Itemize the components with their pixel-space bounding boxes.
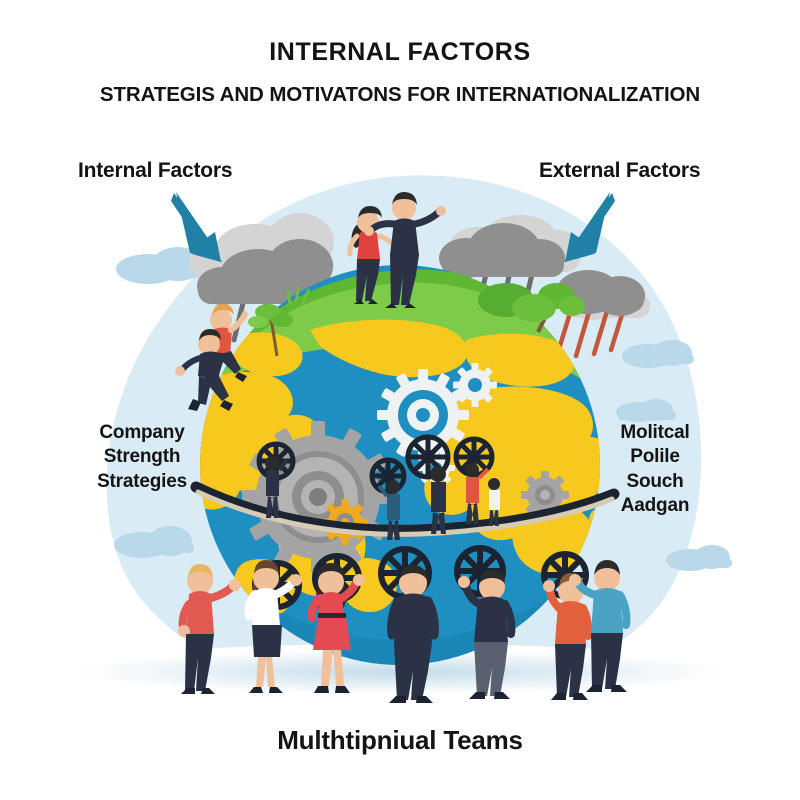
- page-title: INTERNAL FACTORS: [269, 38, 531, 66]
- cloud-blue-right-lower: [616, 399, 676, 422]
- globe-top-people: [347, 192, 446, 308]
- valve-wheel-3: [405, 434, 451, 480]
- equator-person-1: [256, 441, 296, 518]
- equator-people-group: [256, 434, 500, 540]
- gear-medium-white: [377, 369, 469, 461]
- cloud-blue-left-lower: [114, 526, 194, 558]
- valve-wheel-2: [369, 457, 407, 495]
- bush-right: [478, 283, 556, 322]
- callout-label-external: External Factors: [539, 159, 701, 182]
- side-label-right: Molitcal Polile Souch Aadgan: [620, 422, 690, 516]
- valve-wheel-ground-4: [454, 545, 506, 597]
- sapling-left: [248, 304, 293, 357]
- rain-cloud-right-upper: [439, 223, 565, 315]
- ground-people-group: [178, 545, 631, 703]
- person-salmon-shirt: [178, 564, 241, 694]
- cloud-blue-right-upper: [622, 340, 694, 368]
- equator-person-3: [405, 434, 451, 534]
- cloud-blue-bottomright: [666, 545, 732, 571]
- person-man-orange-shirt: [541, 551, 593, 700]
- arrow-internal-factors: [171, 192, 222, 262]
- grass-tuft-left: [286, 285, 311, 305]
- equator-person-4: [453, 436, 495, 524]
- equator-person-2: [369, 457, 407, 540]
- person-man-lightblue-shirt: [569, 560, 631, 692]
- page-subtitle: STRATEGIS AND MOTIVATONS FOR INTERNATION…: [99, 83, 701, 106]
- equator-person-5: [488, 478, 500, 526]
- person-woman-red-top: [347, 206, 397, 304]
- cloud-group-blue: [114, 247, 732, 571]
- person-woman-red-dress: [307, 553, 365, 693]
- person-climber-dark: [175, 329, 233, 411]
- gear-small-white-upper: [453, 363, 497, 407]
- equator-walkway: [190, 481, 620, 537]
- bottom-caption: Multhtipniual Teams: [277, 725, 523, 755]
- person-man-gray-pants: [454, 545, 516, 699]
- side-label-left: Company Strength Strategies: [97, 422, 187, 492]
- arrow-external-factors: [564, 192, 615, 262]
- tree-group: [248, 283, 585, 357]
- callout-label-internal: Internal Factors: [78, 159, 233, 182]
- person-woman-white-blouse: [244, 560, 302, 693]
- person-man-navy-suit-top: [364, 192, 446, 308]
- climbers-group: [175, 304, 248, 411]
- person-man-navy-center: [378, 546, 439, 703]
- cloud-blue-left-upper: [116, 247, 206, 284]
